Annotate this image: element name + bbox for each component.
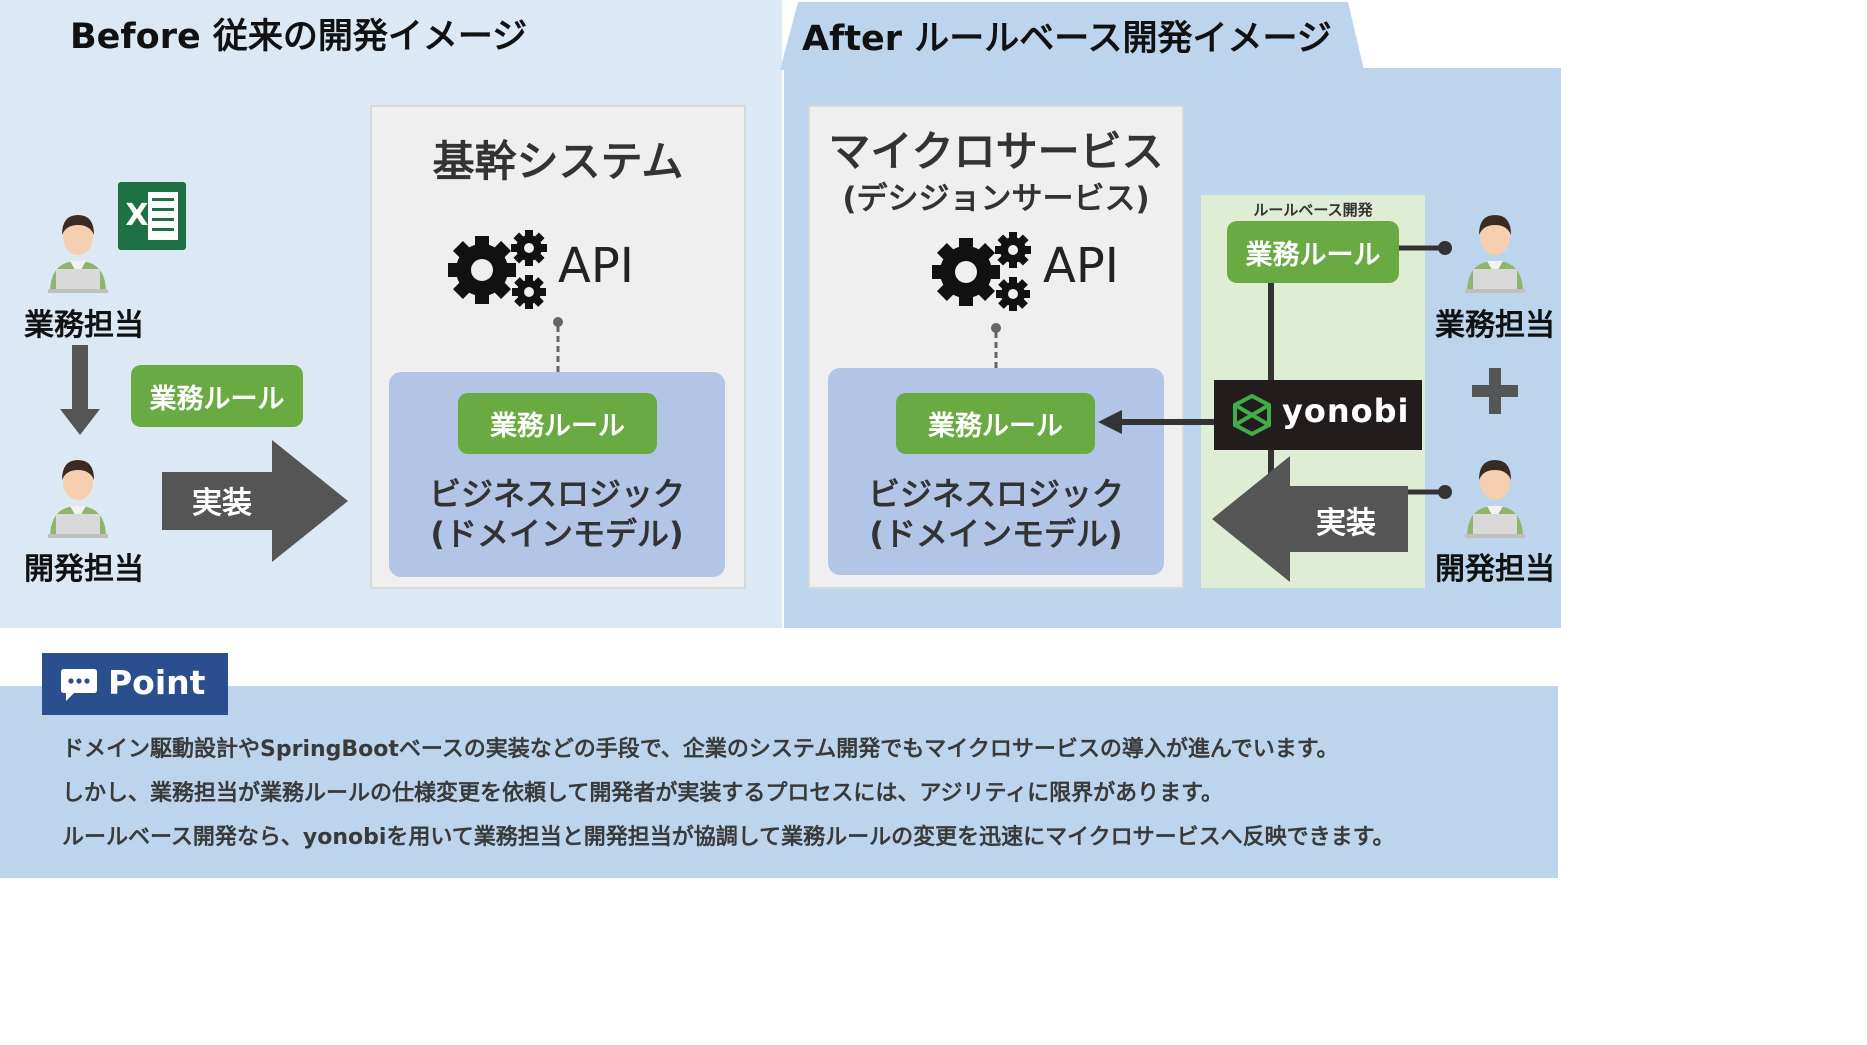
business-person-label: 業務担当 bbox=[1435, 308, 1555, 343]
dev-person-label: 開発担当 bbox=[1435, 552, 1555, 587]
dev-person-icon bbox=[48, 460, 108, 538]
chat-bubble-icon bbox=[61, 669, 97, 701]
business-rule-badge-inner: 業務ルール bbox=[458, 393, 657, 454]
down-arrow bbox=[60, 345, 100, 435]
business-rule-badge: 業務ルール bbox=[131, 365, 303, 427]
core-api-label: API bbox=[558, 238, 634, 294]
api-connector bbox=[553, 317, 563, 372]
after-title: After ルールベース開発イメージ bbox=[802, 19, 1332, 59]
before-tab-shape bbox=[0, 0, 586, 68]
rulebase-business-rule-badge: 業務ルール bbox=[1227, 221, 1399, 283]
business-person-icon bbox=[1465, 215, 1525, 293]
business-rule-badge-inner: 業務ルール bbox=[896, 393, 1095, 454]
implement-label: 実装 bbox=[1316, 506, 1376, 541]
point-label: Point bbox=[108, 663, 206, 702]
point-line: しかし、業務担当が業務ルールの仕様変更を依頼して開発者が実装するプロセスには、ア… bbox=[62, 781, 1223, 806]
point-line: ドメイン駆動設計やSpringBootベースの実装などの手段で、企業のシステム開… bbox=[62, 737, 1339, 762]
point-panel bbox=[0, 686, 1558, 878]
core-system-title: 基幹システム bbox=[432, 137, 684, 186]
excel-icon: X bbox=[118, 182, 186, 250]
rulebase-label: ルールベース開発 bbox=[1253, 201, 1373, 219]
after-tab-shape bbox=[780, 2, 1364, 70]
point-badge: Point bbox=[42, 653, 228, 715]
plus-icon bbox=[1472, 368, 1518, 414]
before-title: Before 従来の開発イメージ bbox=[70, 17, 528, 57]
microservice-api-label: API bbox=[1043, 238, 1119, 294]
implement-arrow bbox=[1212, 456, 1408, 582]
yonobi-cube-icon bbox=[1233, 394, 1271, 436]
business-logic-label: ビジネスロジック (ドメインモデル) bbox=[428, 475, 685, 553]
yonobi-text: yonobi bbox=[1282, 392, 1410, 430]
business-logic-label: ビジネスロジック (ドメインモデル) bbox=[867, 475, 1124, 553]
gears-icon bbox=[932, 232, 1031, 311]
dev-person-icon bbox=[1465, 460, 1525, 538]
excel-letter: X bbox=[125, 198, 149, 233]
microservice-title: マイクロサービス (デシジョンサービス) bbox=[828, 127, 1164, 217]
implement-label: 実装 bbox=[192, 486, 252, 521]
business-person-icon bbox=[48, 215, 108, 293]
point-line: ルールベース開発なら、yonobiを用いて業務担当と開発担当が協調して業務ルール… bbox=[62, 825, 1395, 850]
business-person-label: 業務担当 bbox=[24, 308, 144, 343]
gears-icon bbox=[448, 230, 547, 309]
dev-person-label: 開発担当 bbox=[24, 552, 144, 587]
point-text: ドメイン駆動設計やSpringBootベースの実装などの手段で、企業のシステム開… bbox=[62, 728, 1542, 860]
rulebase-connectors bbox=[1098, 241, 1452, 499]
api-connector bbox=[991, 323, 1001, 370]
implement-arrow bbox=[162, 440, 348, 562]
yonobi-logo: yonobi bbox=[1214, 380, 1422, 450]
